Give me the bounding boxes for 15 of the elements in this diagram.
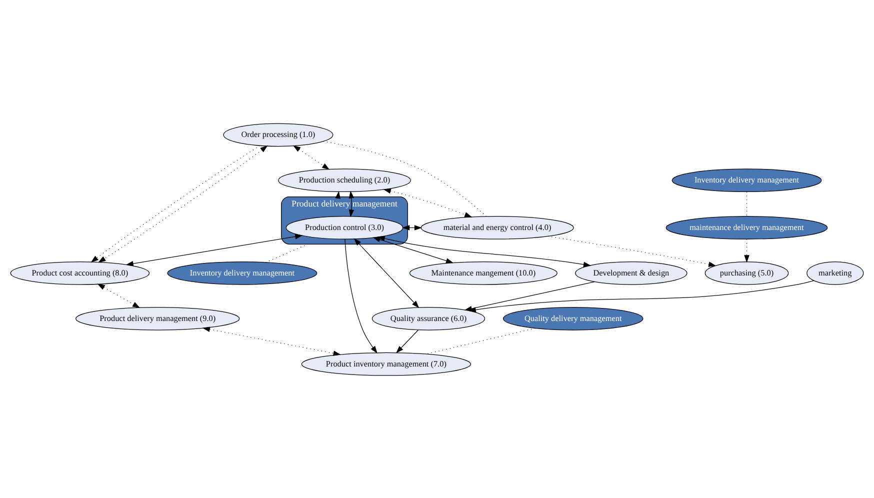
arrow: [348, 190, 354, 217]
arrow: [548, 235, 716, 266]
arrow: [354, 238, 420, 308]
arrow: [383, 188, 472, 217]
arrow: [344, 238, 378, 353]
arrow: [202, 326, 341, 356]
arrow: [97, 283, 140, 308]
arrow: [372, 236, 454, 263]
connector: [322, 140, 486, 216]
arrow: [377, 235, 592, 267]
arrow: [126, 233, 303, 266]
arrow: [744, 238, 750, 262]
arrow: [396, 329, 419, 353]
arrow: [292, 144, 330, 170]
connector: [266, 243, 308, 262]
